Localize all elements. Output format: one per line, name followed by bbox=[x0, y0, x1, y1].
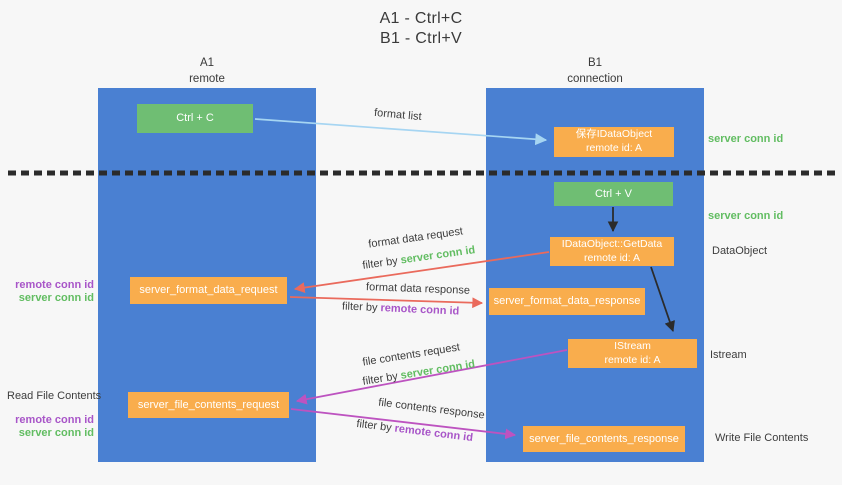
right-server-conn-id-2: server conn id bbox=[708, 210, 784, 222]
title-line-1: A1 - Ctrl+C bbox=[379, 10, 463, 27]
filter-by-text: filter by bbox=[361, 370, 399, 388]
read-file-contents-annotation: Read File Contents bbox=[7, 390, 102, 402]
label-format-data-response: format data response bbox=[365, 281, 471, 297]
istream-annotation: Istream bbox=[710, 349, 747, 361]
node-server-file-contents-request-label: server_file_contents_request bbox=[137, 398, 280, 411]
filter-by-text: filter by bbox=[341, 300, 378, 314]
lane-b1-role: connection bbox=[567, 72, 623, 85]
dataobject-annotation: DataObject bbox=[712, 245, 768, 257]
node-save-idataobject-line2: remote id: A bbox=[585, 142, 643, 154]
remote-conn-id-text: remote conn id bbox=[393, 422, 474, 445]
node-ctrl-v: Ctrl + V bbox=[554, 182, 673, 206]
lane-header-b1: B1 connection bbox=[486, 56, 704, 87]
diagram-title: A1 - Ctrl+C B1 - Ctrl+V bbox=[0, 9, 842, 48]
filter-by-text: filter by bbox=[355, 417, 393, 435]
left-remote-conn-id-2: remote conn id bbox=[15, 414, 94, 426]
node-idataobject-getdata-line2: remote id: A bbox=[583, 251, 641, 264]
left-conn-id-pair-2: remote conn id server conn id bbox=[9, 414, 94, 440]
node-server-format-data-response: server_format_data_response bbox=[489, 288, 645, 315]
left-conn-id-pair-1: remote conn id server conn id bbox=[9, 279, 94, 305]
node-istream-line1: IStream bbox=[614, 339, 651, 352]
node-server-file-contents-request: server_file_contents_request bbox=[128, 392, 289, 418]
node-idataobject-getdata-line1: IDataObject::GetData bbox=[561, 237, 663, 250]
node-server-format-data-request: server_format_data_request bbox=[130, 277, 287, 304]
node-idataobject-getdata: IDataObject::GetData remote id: A bbox=[550, 237, 674, 266]
right-server-conn-id-1: server conn id bbox=[708, 133, 784, 145]
left-server-conn-id-2: server conn id bbox=[18, 427, 94, 439]
left-remote-conn-id-1: remote conn id bbox=[15, 279, 94, 291]
node-server-format-data-response-label: server_format_data_response bbox=[493, 295, 641, 308]
write-file-contents-annotation: Write File Contents bbox=[715, 432, 809, 444]
node-ctrl-c: Ctrl + C bbox=[137, 104, 253, 133]
left-server-conn-id-1: server conn id bbox=[18, 292, 94, 304]
label-file-contents-response: file contents response bbox=[377, 396, 486, 422]
lane-b1-id: B1 bbox=[587, 57, 603, 69]
node-server-file-contents-response-label: server_file_contents_response bbox=[529, 432, 679, 445]
title-line-2: B1 - Ctrl+V bbox=[380, 29, 462, 47]
node-ctrl-v-label: Ctrl + V bbox=[595, 187, 632, 200]
lane-header-a1: A1 remote bbox=[98, 56, 316, 87]
node-ctrl-c-label: Ctrl + C bbox=[176, 112, 214, 125]
node-save-idataobject-line1: 保存IDataObject bbox=[575, 128, 653, 141]
node-save-idataobject: 保存IDataObject remote id: A bbox=[554, 127, 674, 157]
remote-conn-id-text: remote conn id bbox=[380, 302, 460, 318]
server-conn-id-text: server conn id bbox=[399, 244, 476, 267]
node-server-format-data-request-label: server_format_data_request bbox=[139, 284, 278, 297]
label-format-list: format list bbox=[373, 106, 423, 124]
lane-a1-id: A1 bbox=[199, 57, 215, 69]
node-istream: IStream remote id: A bbox=[568, 339, 697, 368]
server-conn-id-text: server conn id bbox=[399, 358, 476, 382]
lane-a1-role: remote bbox=[189, 72, 225, 85]
filter-by-text: filter by bbox=[361, 255, 399, 272]
node-istream-line2: remote id: A bbox=[604, 353, 661, 366]
node-server-file-contents-response: server_file_contents_response bbox=[523, 426, 685, 452]
